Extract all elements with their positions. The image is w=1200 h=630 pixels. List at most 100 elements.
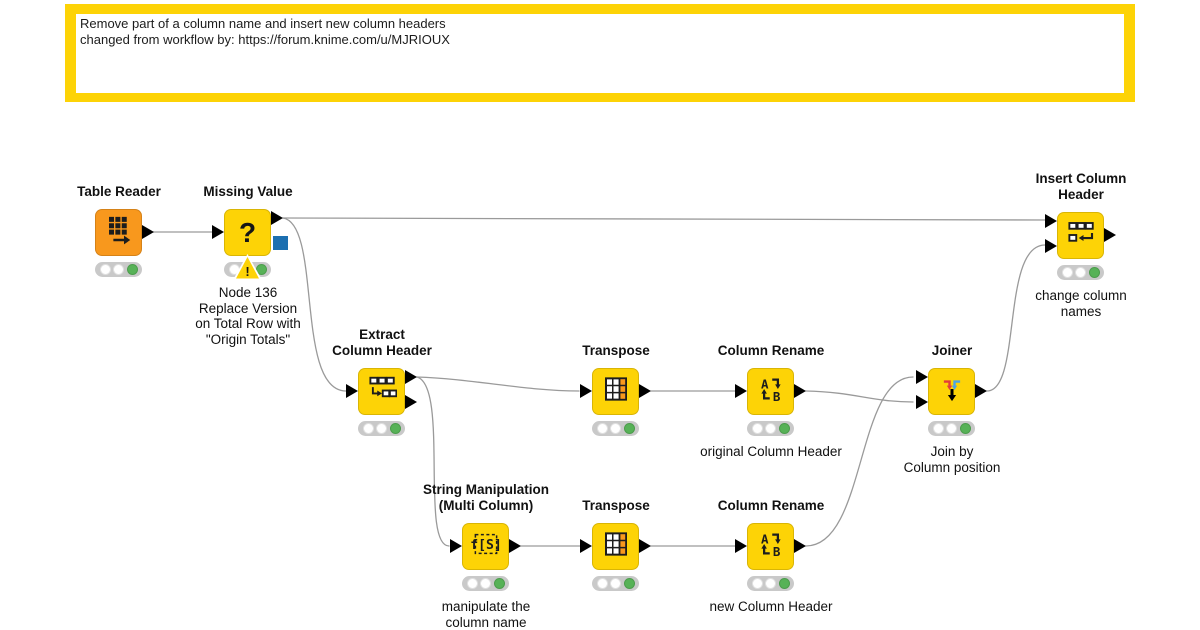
output-port[interactable] (794, 539, 806, 553)
node-status-traffic-light (592, 421, 639, 436)
input-port[interactable] (1045, 239, 1057, 253)
status-dot (932, 423, 944, 434)
joiner-icon (937, 374, 967, 409)
node-body[interactable]: f[S] (462, 523, 509, 570)
svg-text:f[S]: f[S] (471, 538, 501, 553)
output-port[interactable] (794, 384, 806, 398)
node-body[interactable] (1057, 212, 1104, 259)
status-dot (99, 264, 111, 275)
status-dot (1088, 267, 1100, 278)
node-body[interactable] (928, 368, 975, 415)
node-body[interactable]: ? (224, 209, 271, 256)
status-dot (778, 423, 790, 434)
output-port[interactable] (271, 211, 283, 225)
input-port[interactable] (916, 395, 928, 409)
node-title-line: Column Rename (717, 498, 825, 513)
node-title-line: (Multi Column) (438, 498, 534, 513)
node-title-line: String Manipulation (423, 482, 549, 497)
svg-text:B: B (772, 389, 780, 404)
status-dot (113, 264, 124, 275)
table-reader-icon (104, 215, 134, 250)
input-port[interactable] (735, 384, 747, 398)
svg-text:B: B (772, 544, 780, 559)
node-status-traffic-light (1057, 265, 1104, 280)
connection-extract-column-header-to-transpose-1[interactable] (416, 376, 580, 392)
output-port[interactable] (509, 539, 521, 553)
workflow-annotation-box[interactable]: Remove part of a column name and insert … (65, 4, 1135, 102)
node-body[interactable] (358, 368, 405, 415)
status-dot (623, 578, 635, 589)
connection-column-rename-2-to-joiner[interactable] (805, 376, 914, 547)
output-port[interactable] (142, 225, 154, 239)
node-annotation-line: new Column Header (709, 599, 833, 614)
workflow-annotation-body: Remove part of a column name and insert … (76, 14, 1124, 93)
output-port[interactable] (1104, 228, 1116, 242)
node-body[interactable] (95, 209, 142, 256)
pmml-output-port[interactable] (273, 236, 288, 250)
node-annotation-line: Column position (903, 459, 1001, 475)
input-port[interactable] (580, 539, 592, 553)
status-dot (765, 423, 776, 434)
connection-column-rename-1-to-joiner[interactable] (805, 390, 914, 403)
node-status-traffic-light (747, 421, 794, 436)
status-dot (362, 423, 374, 434)
node-title-line: Header (1058, 187, 1104, 202)
node-title-line: Joiner (931, 343, 973, 358)
input-port[interactable] (735, 539, 747, 553)
status-dot (376, 423, 387, 434)
warning-exclamation: ! (245, 264, 250, 279)
node-body[interactable] (592, 368, 639, 415)
connection-extract-column-header-to-string-manipulation[interactable] (416, 376, 450, 547)
node-column-rename-2: Column Rename A B new Column Header (709, 498, 832, 614)
input-port[interactable] (212, 225, 224, 239)
output-port[interactable] (405, 370, 417, 384)
node-status-traffic-light (928, 421, 975, 436)
status-dot (610, 423, 621, 434)
input-port[interactable] (916, 370, 928, 384)
node-annotation: new Column Header (661, 599, 881, 615)
node-body[interactable] (592, 523, 639, 570)
column-rename-icon: A B (756, 529, 786, 564)
node-title-line: Missing Value (203, 184, 293, 199)
output-port[interactable] (975, 384, 987, 398)
column-rename-icon: A B (756, 374, 786, 409)
node-annotation: original Column Header (661, 444, 881, 460)
status-dot (480, 578, 491, 589)
string-manipulation-icon: f[S] (470, 529, 501, 564)
output-port[interactable] (639, 539, 651, 553)
output-port[interactable] (405, 395, 417, 409)
status-dot (751, 578, 763, 589)
input-port[interactable] (1045, 214, 1057, 228)
node-body[interactable]: A B (747, 368, 794, 415)
svg-text:A: A (761, 376, 769, 391)
status-dot (1075, 267, 1086, 278)
input-port[interactable] (580, 384, 592, 398)
node-body[interactable]: A B (747, 523, 794, 570)
connection-missing-value-to-insert-column-header[interactable] (282, 217, 1047, 221)
node-table-reader: Table Reader (77, 184, 161, 277)
connection-missing-value-to-extract-column-header[interactable] (282, 217, 347, 392)
node-annotation-line: change column (1035, 288, 1127, 303)
node-title-line: Table Reader (77, 184, 161, 199)
node-title-line: Insert Column (1035, 171, 1127, 186)
output-port[interactable] (639, 384, 651, 398)
status-dot (493, 578, 505, 589)
node-annotation-line: Join by (930, 444, 974, 459)
node-title-line: Extract (359, 327, 405, 342)
input-port[interactable] (346, 384, 358, 398)
transpose-icon (601, 374, 631, 409)
input-port[interactable] (450, 539, 462, 553)
node-annotation-line: original Column Header (700, 444, 842, 459)
node-title: Column Rename (661, 343, 881, 359)
node-status-traffic-light (462, 576, 509, 591)
node-title: Joiner (842, 343, 1062, 359)
connection-joiner-to-insert-column-header[interactable] (986, 244, 1046, 392)
node-status-traffic-light (95, 262, 142, 277)
status-dot (596, 578, 608, 589)
node-annotation-line: names (1060, 303, 1102, 319)
node-column-rename-1: Column Rename A B original Column Header (700, 343, 842, 459)
node-title: String Manipulation(Multi Column) (376, 482, 596, 514)
